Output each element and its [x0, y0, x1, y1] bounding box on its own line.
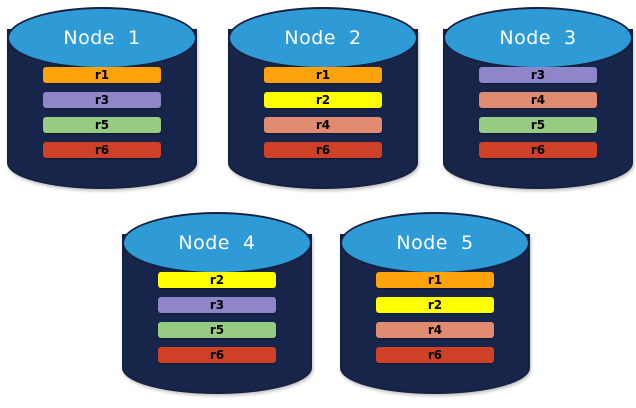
replica-block[interactable]: r6 — [158, 347, 276, 363]
replica-block[interactable]: r6 — [376, 347, 494, 363]
replica-block[interactable]: r2 — [264, 92, 382, 108]
replica-block[interactable]: r1 — [264, 67, 382, 83]
replica-block[interactable]: r4 — [376, 322, 494, 338]
replica-block[interactable]: r2 — [158, 272, 276, 288]
replica-block-list: r1 r2 r4 r6 — [340, 272, 530, 363]
replica-block[interactable]: r4 — [479, 92, 597, 108]
replica-block[interactable]: r5 — [479, 117, 597, 133]
database-node-2[interactable]: Node 2 r1 r2 r4 r6 — [228, 7, 418, 189]
replica-block[interactable]: r6 — [479, 142, 597, 158]
replica-block[interactable]: r5 — [158, 322, 276, 338]
replica-block-list: r2 r3 r5 r6 — [122, 272, 312, 363]
replica-block[interactable]: r1 — [376, 272, 494, 288]
cylinder-top-icon — [122, 212, 312, 274]
replica-block[interactable]: r6 — [264, 142, 382, 158]
node-label: Node 1 — [63, 27, 141, 49]
replica-block[interactable]: r1 — [43, 67, 161, 83]
node-label: Node 4 — [178, 232, 256, 254]
replica-block[interactable]: r4 — [264, 117, 382, 133]
replica-block[interactable]: r6 — [43, 142, 161, 158]
replica-block[interactable]: r2 — [376, 297, 494, 313]
database-node-5[interactable]: Node 5 r1 r2 r4 r6 — [340, 212, 530, 394]
database-node-3[interactable]: Node 3 r3 r4 r5 r6 — [443, 7, 633, 189]
cylinder-top-icon — [340, 212, 530, 274]
node-label: Node 2 — [284, 27, 362, 49]
replica-block[interactable]: r5 — [43, 117, 161, 133]
replica-block-list: r3 r4 r5 r6 — [443, 67, 633, 158]
database-node-4[interactable]: Node 4 r2 r3 r5 r6 — [122, 212, 312, 394]
database-node-1[interactable]: Node 1 r1 r3 r5 r6 — [7, 7, 197, 189]
replica-block[interactable]: r3 — [43, 92, 161, 108]
replica-block[interactable]: r3 — [158, 297, 276, 313]
replica-block-list: r1 r2 r4 r6 — [228, 67, 418, 158]
node-label: Node 3 — [499, 27, 577, 49]
replica-block[interactable]: r3 — [479, 67, 597, 83]
replica-block-list: r1 r3 r5 r6 — [7, 67, 197, 158]
node-label: Node 5 — [396, 232, 474, 254]
